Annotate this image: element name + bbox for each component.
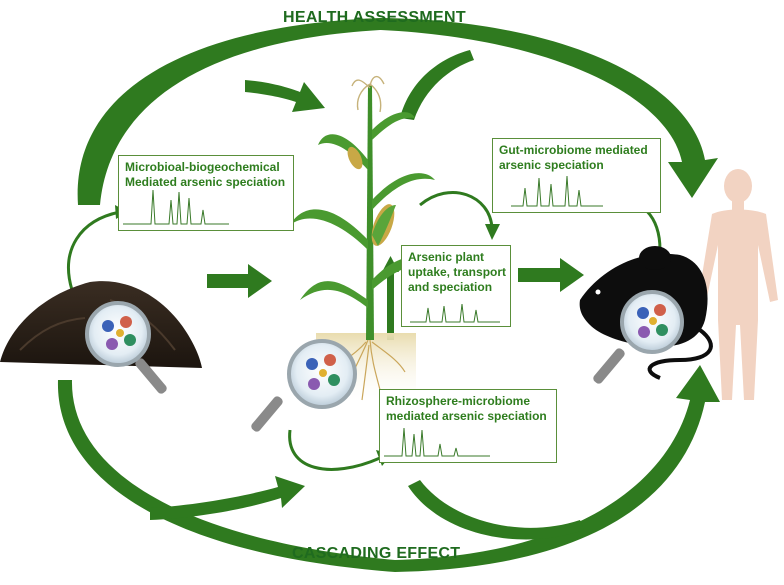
microbe-icon xyxy=(637,304,668,338)
box-label-line: and speciation xyxy=(408,280,493,294)
cycle-arrow-top-right xyxy=(380,18,718,198)
chromatogram-peaks xyxy=(123,189,229,225)
chromatogram-peaks xyxy=(410,303,500,323)
corn-ear-small xyxy=(347,146,363,170)
cycle-arrow-bottom-right xyxy=(395,365,720,572)
box-label-line: uptake, transport xyxy=(408,265,507,279)
stalk xyxy=(366,85,374,340)
arrow-plant-to-mouse xyxy=(518,258,584,292)
box-plant-uptake: Arsenic plant uptake, transport and spec… xyxy=(401,245,511,327)
box-label-line: Arsenic plant xyxy=(408,250,485,264)
box-label-line: Gut-microbiome mediated xyxy=(499,143,648,157)
arrow-soil-to-plant xyxy=(207,264,272,298)
box-label-line: Microbioal-biogeochemical xyxy=(125,160,280,174)
title-health-assessment: HEALTH ASSESSMENT xyxy=(283,9,466,26)
cycle-arrow-bottom-left xyxy=(57,380,395,572)
magnifier-icon-soil xyxy=(85,301,167,394)
arrow-plant-box-up xyxy=(419,191,494,229)
human-silhouette xyxy=(698,169,778,400)
box-microbial-speciation: Microbioal-biogeochemical Mediated arsen… xyxy=(118,155,294,231)
tassel xyxy=(351,76,385,113)
arrow-soil-to-box xyxy=(67,210,121,291)
box-label-line: Mediated arsenic speciation xyxy=(125,175,286,189)
box-gut-microbiome: Gut-microbiome mediated arsenic speciati… xyxy=(492,138,661,213)
magnifier-icon-rhizosphere xyxy=(251,339,357,432)
title-cascading-effect: CASCADING EFFECT xyxy=(292,545,461,562)
cycle-arrow-top-left xyxy=(77,18,381,205)
leaves xyxy=(290,112,448,308)
corn-plant xyxy=(290,76,448,405)
microbe-icon xyxy=(306,354,340,390)
chromatogram-peaks xyxy=(511,175,603,207)
box-rhizosphere-microbiome: Rhizosphere-microbiome mediated arsenic … xyxy=(379,389,557,463)
arrow-rhizosphere-to-mouse-bottom xyxy=(408,480,584,540)
chromatogram-peaks xyxy=(384,427,490,457)
box-label-line: arsenic speciation xyxy=(499,158,604,172)
arrow-soil-to-rhizosphere-bottom xyxy=(150,476,305,520)
box-label-line: Rhizosphere-microbiome xyxy=(386,394,531,408)
microbe-icon xyxy=(102,316,136,350)
box-label-line: mediated arsenic speciation xyxy=(386,409,547,423)
corn-ear xyxy=(371,204,396,246)
magnifier-icon-gut xyxy=(593,290,684,384)
arrow-rhizo-lens-to-box xyxy=(288,429,381,471)
arrow-to-plant-top xyxy=(245,80,325,112)
arrow-plant-to-top xyxy=(400,50,474,120)
arrowhead xyxy=(485,224,500,240)
